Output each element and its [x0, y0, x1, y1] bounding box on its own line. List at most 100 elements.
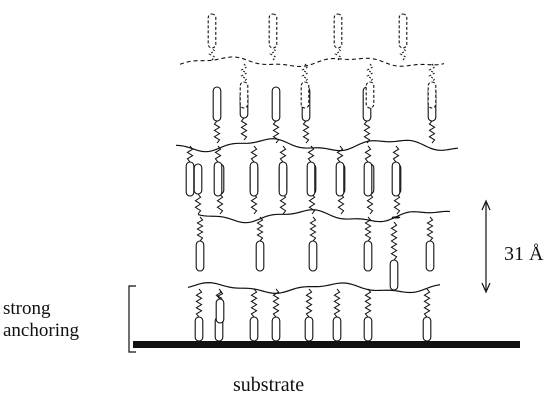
- mesogen-rod: [193, 163, 203, 195]
- spacer: [250, 288, 258, 318]
- mesogen-rod: [306, 161, 316, 197]
- mesogen: [255, 216, 265, 272]
- mesogen-rod: [332, 316, 342, 342]
- substrate-bar: [133, 341, 520, 348]
- spacer: [196, 216, 204, 242]
- spacer: [240, 117, 248, 141]
- backbone-layer-3: [175, 138, 459, 153]
- spacer: [272, 288, 280, 318]
- mesogen-rod: [271, 86, 281, 122]
- mesogen: [427, 63, 437, 109]
- spacer: [336, 145, 344, 163]
- mesogen-rod: [363, 240, 373, 272]
- mesogen-rod: [300, 81, 310, 109]
- spacer: [240, 63, 248, 83]
- mesogen-rod: [212, 86, 222, 122]
- mesogen-rod: [422, 316, 432, 342]
- spacer: [333, 288, 341, 318]
- mesogen: [195, 216, 205, 272]
- spacer: [216, 193, 224, 215]
- spacer: [337, 193, 345, 215]
- mesogen: [271, 86, 281, 144]
- spacer: [250, 193, 258, 215]
- spacer: [428, 63, 436, 83]
- mesogen-rod: [335, 161, 345, 197]
- mesogen-rod: [255, 240, 265, 272]
- spacer: [279, 145, 287, 163]
- spacer: [366, 193, 374, 215]
- mesogen: [363, 288, 373, 342]
- spacer: [364, 288, 372, 318]
- mesogen-rod: [425, 240, 435, 272]
- anchoring-bracket: [128, 285, 136, 353]
- mesogen: [332, 288, 342, 342]
- mesogen-rod: [365, 81, 375, 109]
- mesogen: [306, 145, 316, 197]
- spacer: [428, 120, 436, 144]
- anchoring-label-line1: strong: [3, 298, 51, 319]
- substrate-label: substrate: [233, 374, 305, 396]
- mesogen: [363, 145, 373, 197]
- mesogen: [422, 288, 432, 342]
- spacer: [208, 47, 216, 61]
- mesogen-rod: [249, 161, 259, 197]
- mesogen: [308, 216, 318, 272]
- mesogen-rod: [308, 240, 318, 272]
- mesogen: [185, 145, 195, 197]
- mesogen: [304, 288, 314, 342]
- mesogen-rod: [271, 316, 281, 342]
- backbone-layer-2: [197, 209, 451, 224]
- mesogen: [239, 63, 249, 109]
- spacer: [307, 145, 315, 163]
- spacer: [366, 63, 374, 83]
- mesogen-rod: [333, 13, 343, 49]
- mesogen: [333, 13, 343, 61]
- spacer: [186, 145, 194, 163]
- mesogen: [212, 86, 222, 144]
- mesogen: [398, 13, 408, 61]
- spacer: [194, 193, 202, 215]
- spacer: [426, 216, 434, 242]
- mesogen: [389, 221, 399, 291]
- mesogen: [207, 13, 217, 61]
- mesogen: [213, 145, 223, 197]
- spacer: [213, 120, 221, 144]
- spacing-double-arrow: [481, 199, 491, 294]
- backbone-layer-4: [179, 56, 445, 68]
- mesogen: [271, 288, 281, 342]
- mesogen: [278, 145, 288, 197]
- spacer: [250, 145, 258, 163]
- mesogen-rod: [249, 316, 259, 342]
- spacer: [390, 221, 398, 261]
- mesogen-rod: [389, 259, 399, 291]
- mesogen: [300, 63, 310, 109]
- spacer: [392, 145, 400, 163]
- spacer: [214, 145, 222, 163]
- mesogen-rod: [268, 13, 278, 49]
- mesogen: [268, 13, 278, 61]
- spacer: [364, 216, 372, 242]
- backbone-layer-1: [187, 282, 441, 294]
- mesogen-rod: [304, 316, 314, 342]
- spacer: [272, 120, 280, 144]
- mesogen: [425, 216, 435, 272]
- spacer: [216, 290, 224, 300]
- mesogen-rod: [363, 161, 373, 197]
- mesogen-rod: [398, 13, 408, 49]
- mesogen: [194, 288, 204, 342]
- spacer: [256, 216, 264, 242]
- mesogen: [365, 63, 375, 109]
- spacer: [305, 288, 313, 318]
- spacer: [308, 193, 316, 215]
- mesogen-rod: [207, 13, 217, 49]
- anchoring-label-line2: anchoring: [3, 320, 79, 341]
- mesogen: [215, 290, 225, 324]
- mesogen: [335, 145, 345, 197]
- spacer: [423, 288, 431, 318]
- mesogen-rod: [215, 298, 225, 324]
- spacer: [269, 47, 277, 61]
- mesogen-rod: [239, 81, 249, 109]
- strong-anchoring-label: strong anchoring: [3, 298, 79, 342]
- mesogen-rod: [391, 161, 401, 197]
